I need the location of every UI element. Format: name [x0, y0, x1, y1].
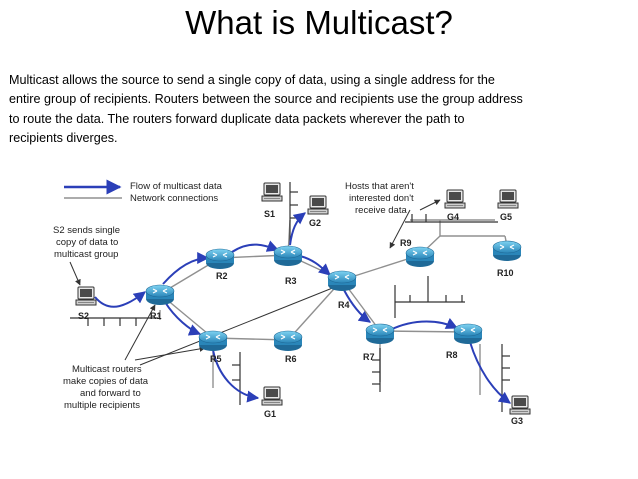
annotation-hosts: Hosts that aren't interested don't recei…: [345, 181, 414, 216]
annotation-arrows: [69, 199, 441, 366]
host-s1: [261, 182, 283, 202]
network-connections: [159, 219, 508, 395]
legend: Flow of multicast data Network connectio…: [64, 179, 223, 204]
router-label-r6: R6: [285, 354, 297, 364]
host-g5: [497, 189, 519, 209]
router-r10: [492, 240, 522, 262]
description-line: Multicast allows the source to send a si…: [9, 73, 495, 87]
description: Multicast allows the source to send a si…: [9, 71, 629, 148]
annotation-routers-line: multiple recipients: [64, 400, 140, 411]
description-line: recipients diverges.: [9, 130, 118, 145]
host-g4: [444, 189, 466, 209]
host-s2: [75, 286, 97, 306]
annotation-routers-line: make copies of data: [63, 376, 149, 387]
host-label-s2: S2: [78, 311, 89, 321]
legend-flow-label: Flow of multicast data: [130, 181, 223, 192]
router-label-r7: R7: [363, 352, 375, 362]
router-r2: [205, 248, 235, 270]
multicast-flow: [94, 212, 511, 404]
router-r1: [145, 284, 175, 306]
host-label-g4: G4: [447, 212, 459, 222]
router-r9: [405, 246, 435, 268]
router-label-r4: R4: [338, 300, 350, 310]
host-label-g1: G1: [264, 409, 276, 419]
annotation-routers: Multicast routers make copies of data an…: [63, 364, 149, 411]
annotation-hosts-line: receive data: [355, 205, 407, 216]
host-g3: [509, 395, 531, 415]
router-label-r9: R9: [400, 238, 412, 248]
router-r7: [365, 323, 395, 345]
router-label-r10: R10: [497, 268, 514, 278]
lan-segments: [70, 182, 510, 412]
router-label-r3: R3: [285, 276, 297, 286]
router-r4: [327, 270, 357, 292]
router-label-r5: R5: [210, 354, 222, 364]
legend-connections-label: Network connections: [130, 193, 218, 204]
router-label-r2: R2: [216, 271, 228, 281]
annotation-s2-line: multicast group: [54, 249, 118, 260]
annotation-hosts-line: interested don't: [349, 193, 414, 204]
router-r8: [453, 323, 483, 345]
router-label-r1: R1: [150, 311, 162, 321]
host-label-g3: G3: [511, 416, 523, 426]
description-line: entire group of recipients. Routers betw…: [9, 92, 523, 107]
page-title: What is Multicast?: [185, 4, 453, 41]
host-label-g5: G5: [500, 212, 512, 222]
router-r6: [273, 330, 303, 352]
host-g1: [261, 386, 283, 406]
host-g2: [307, 195, 329, 215]
annotation-s2: S2 sends single copy of data to multicas…: [53, 225, 120, 260]
annotation-routers-line: and forward to: [80, 388, 141, 399]
annotation-routers-line: Multicast routers: [72, 364, 142, 375]
router-r5: [198, 330, 228, 352]
description-line: to route the data. The routers forward d…: [9, 111, 465, 126]
host-label-s1: S1: [264, 209, 275, 219]
annotation-s2-line: S2 sends single: [53, 225, 120, 236]
annotation-s2-line: copy of data to: [56, 237, 118, 248]
router-label-r8: R8: [446, 350, 458, 360]
annotation-hosts-line: Hosts that aren't: [345, 181, 414, 192]
host-label-g2: G2: [309, 218, 321, 228]
router-r3: [273, 245, 303, 267]
